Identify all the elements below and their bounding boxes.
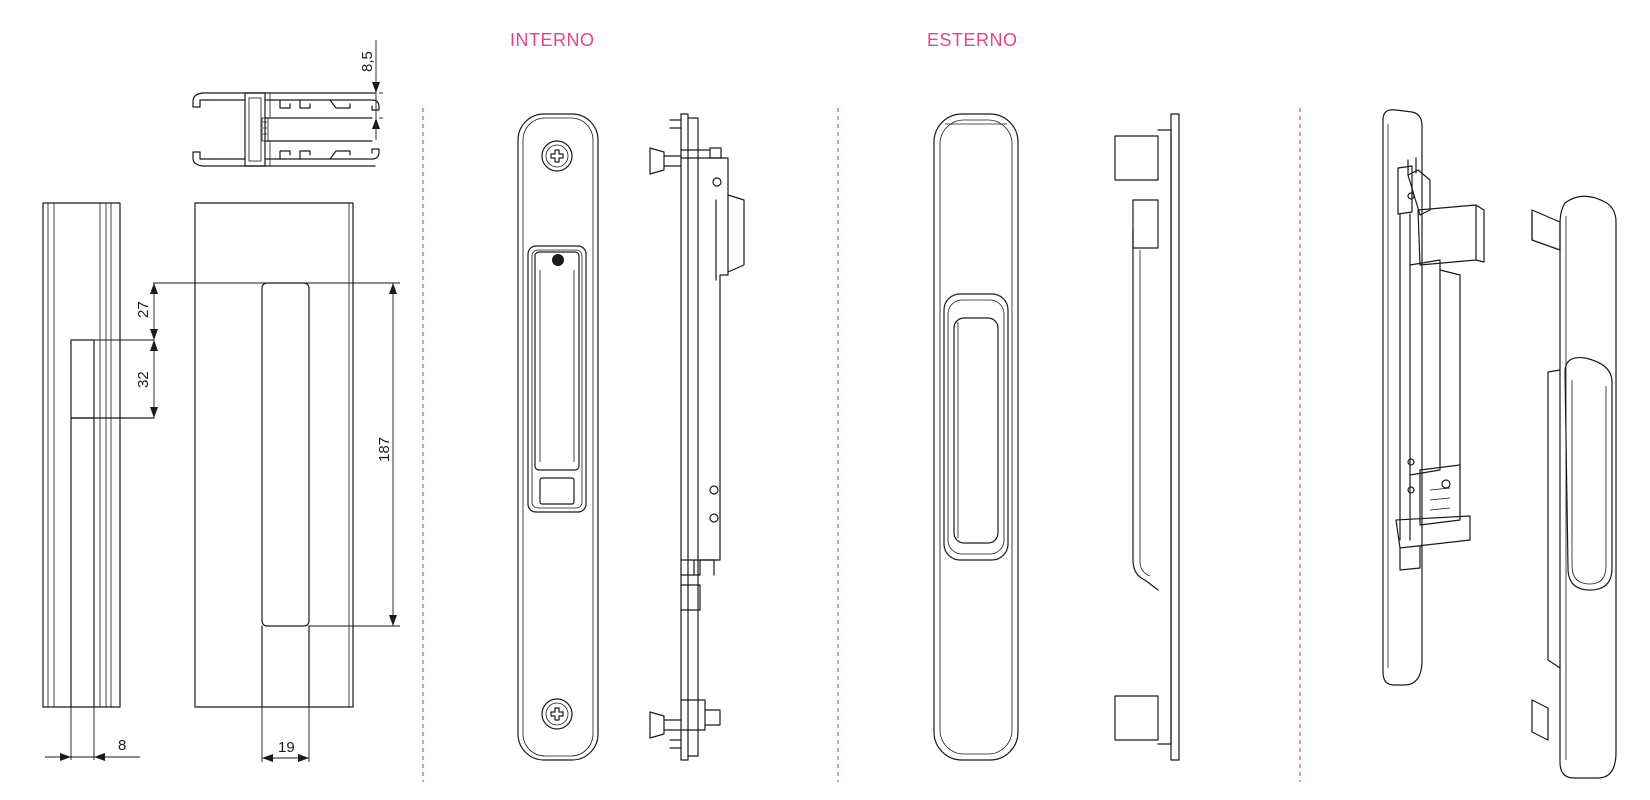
section-label-esterno: ESTERNO — [927, 30, 1018, 50]
isometric-inner-plate — [1382, 109, 1485, 686]
dim-label-8-5: 8,5 — [359, 51, 376, 72]
dim-label-32: 32 — [135, 371, 152, 388]
dim-label-8: 8 — [118, 737, 126, 754]
isometric-outer-plate — [1531, 195, 1617, 779]
section-label-interno: INTERNO — [510, 30, 595, 50]
dim-label-19: 19 — [278, 739, 295, 756]
side-elevation — [42, 202, 158, 761]
dim-label-187: 187 — [376, 437, 393, 462]
profile-cross-section — [192, 40, 383, 167]
esterno-side-view — [1114, 113, 1180, 761]
dim-label-27: 27 — [135, 301, 152, 318]
interno-front-plate — [517, 113, 599, 761]
front-elevation — [153, 202, 400, 762]
interno-side-view — [649, 113, 745, 761]
esterno-front-plate — [933, 113, 1019, 761]
